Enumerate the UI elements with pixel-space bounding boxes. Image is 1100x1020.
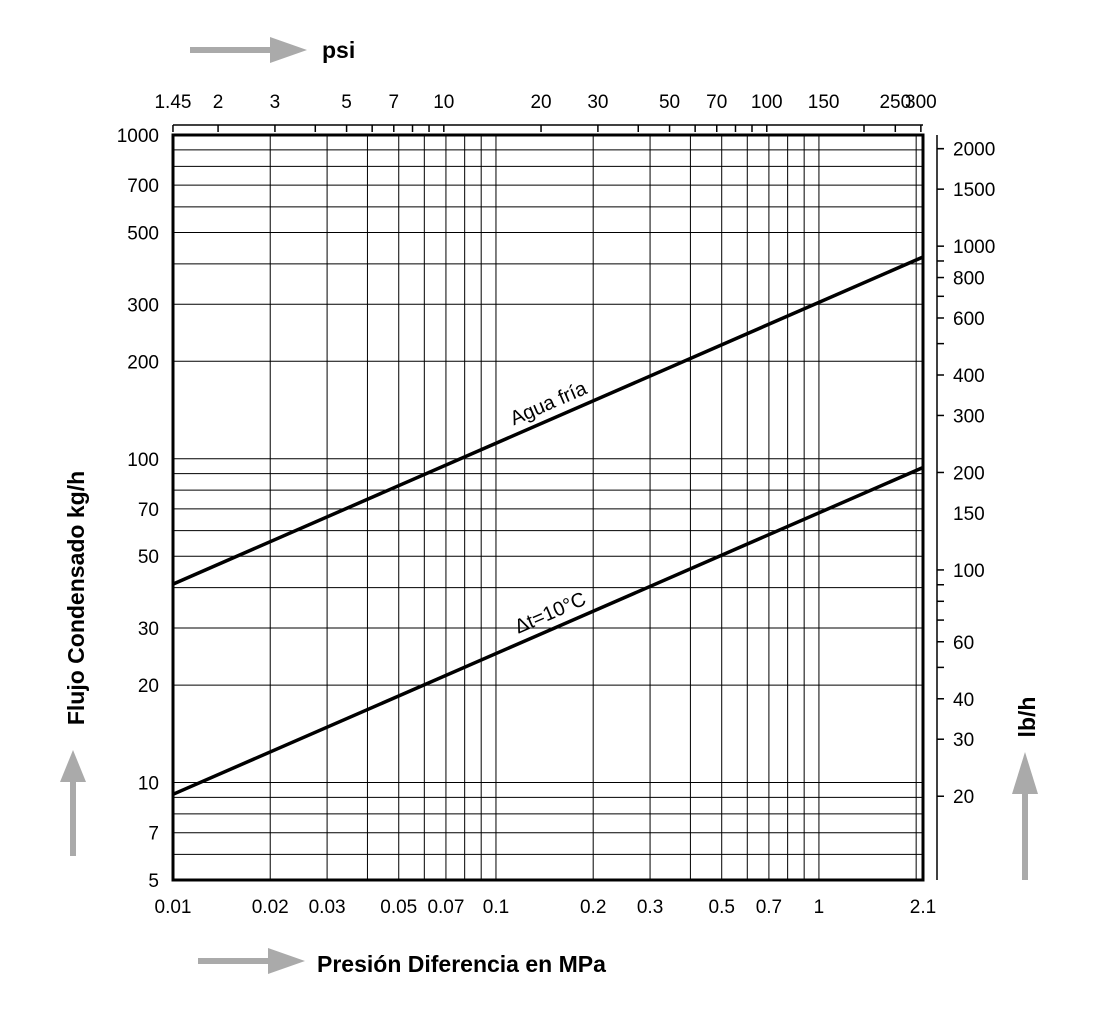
y-tick-label: 1000 — [117, 126, 159, 147]
psi-tick-label: 70 — [706, 92, 727, 113]
psi-tick-label: 50 — [659, 92, 680, 113]
lbh-tick-label: 1500 — [953, 180, 995, 201]
x-tick-label: 0.05 — [380, 897, 417, 918]
lbh-tick-label: 1000 — [953, 237, 995, 258]
y-tick-label: 20 — [138, 676, 159, 697]
x-tick-label: 0.02 — [252, 897, 289, 918]
y-tick-label: 300 — [127, 295, 159, 316]
y-tick-label: 70 — [138, 500, 159, 521]
x2-axis-title: psi — [322, 37, 355, 63]
psi-tick-label: 5 — [341, 92, 352, 113]
lbh-tick-label: 300 — [953, 406, 985, 427]
y-tick-label: 200 — [127, 352, 159, 373]
x-tick-labels: 0.01 0.02 0.03 0.05 0.07 0.1 0.2 0.3 0.5 0.7 1 2.1 — [155, 897, 937, 918]
y-tick-label: 700 — [127, 176, 159, 197]
x-tick-label: 0.3 — [637, 897, 663, 918]
lbh-tick-label: 400 — [953, 366, 985, 387]
psi-tick-label: 2 — [213, 92, 224, 113]
lbh-arrow-icon — [1012, 752, 1038, 880]
lbh-tick-label: 200 — [953, 463, 985, 484]
y2-axis-title: lb/h — [1014, 697, 1040, 738]
y-tick-label: 100 — [127, 450, 159, 471]
psi-tick-label: 30 — [587, 92, 608, 113]
x-tick-label: 1 — [814, 897, 825, 918]
kgh-arrow-icon — [60, 750, 86, 856]
y-tick-labels: 5 7 10 20 30 50 70 100 200 300 500 700 1000 — [117, 126, 159, 892]
series-label-1: Agua fría — [507, 377, 591, 430]
plot-frame — [171, 133, 925, 882]
lbh-tick-label: 60 — [953, 633, 974, 654]
x-tick-label: 2.1 — [910, 897, 936, 918]
y-tick-label: 500 — [127, 223, 159, 244]
x-tick-label: 0.2 — [580, 897, 606, 918]
psi-tick-label: 100 — [751, 92, 783, 113]
lbh-tick-label: 30 — [953, 730, 974, 751]
psi-tick-label: 10 — [433, 92, 454, 113]
y-tick-label: 10 — [138, 774, 159, 795]
series-line-1 — [172, 255, 924, 586]
lbh-tick-label: 600 — [953, 309, 985, 330]
psi-tick-label: 300 — [905, 92, 937, 113]
psi-tick-label: 150 — [808, 92, 840, 113]
y-tick-label: 50 — [138, 547, 159, 568]
psi-tick-label: 20 — [530, 92, 551, 113]
psi-tick-label: 3 — [270, 92, 281, 113]
x-tick-label: 0.7 — [756, 897, 782, 918]
psi-tick-label: 250 — [879, 92, 911, 113]
lbh-scale: 20 30 40 60 100 150 200 300 400 600 800 1000 1500 200… — [936, 135, 995, 880]
mpa-arrow-icon — [198, 948, 305, 974]
x-axis-title: Presión Diferencia en MPa — [317, 951, 606, 977]
psi-arrow-icon — [190, 37, 307, 63]
lbh-tick-label: 150 — [953, 504, 985, 525]
psi-tick-label: 7 — [388, 92, 399, 113]
x-tick-label: 0.5 — [709, 897, 735, 918]
y-tick-label: 30 — [138, 619, 159, 640]
y-tick-label: 7 — [148, 824, 159, 845]
lbh-tick-label: 100 — [953, 561, 985, 582]
lbh-tick-label: 40 — [953, 690, 974, 711]
lbh-tick-label: 800 — [953, 269, 985, 290]
lbh-tick-label: 20 — [953, 787, 974, 808]
x-tick-label: 0.1 — [483, 897, 509, 918]
grid-layer — [173, 135, 923, 880]
x-tick-label: 0.03 — [309, 897, 346, 918]
series-line-2 — [172, 465, 924, 796]
y-axis-title: Flujo Condensado kg/h — [63, 471, 89, 725]
y-tick-label: 5 — [148, 871, 159, 892]
psi-tick-label: 1.45 — [154, 92, 191, 113]
lbh-tick-label: 2000 — [953, 140, 995, 161]
series-layer — [172, 255, 924, 796]
x-tick-label: 0.01 — [155, 897, 192, 918]
x-tick-label: 0.07 — [427, 897, 464, 918]
